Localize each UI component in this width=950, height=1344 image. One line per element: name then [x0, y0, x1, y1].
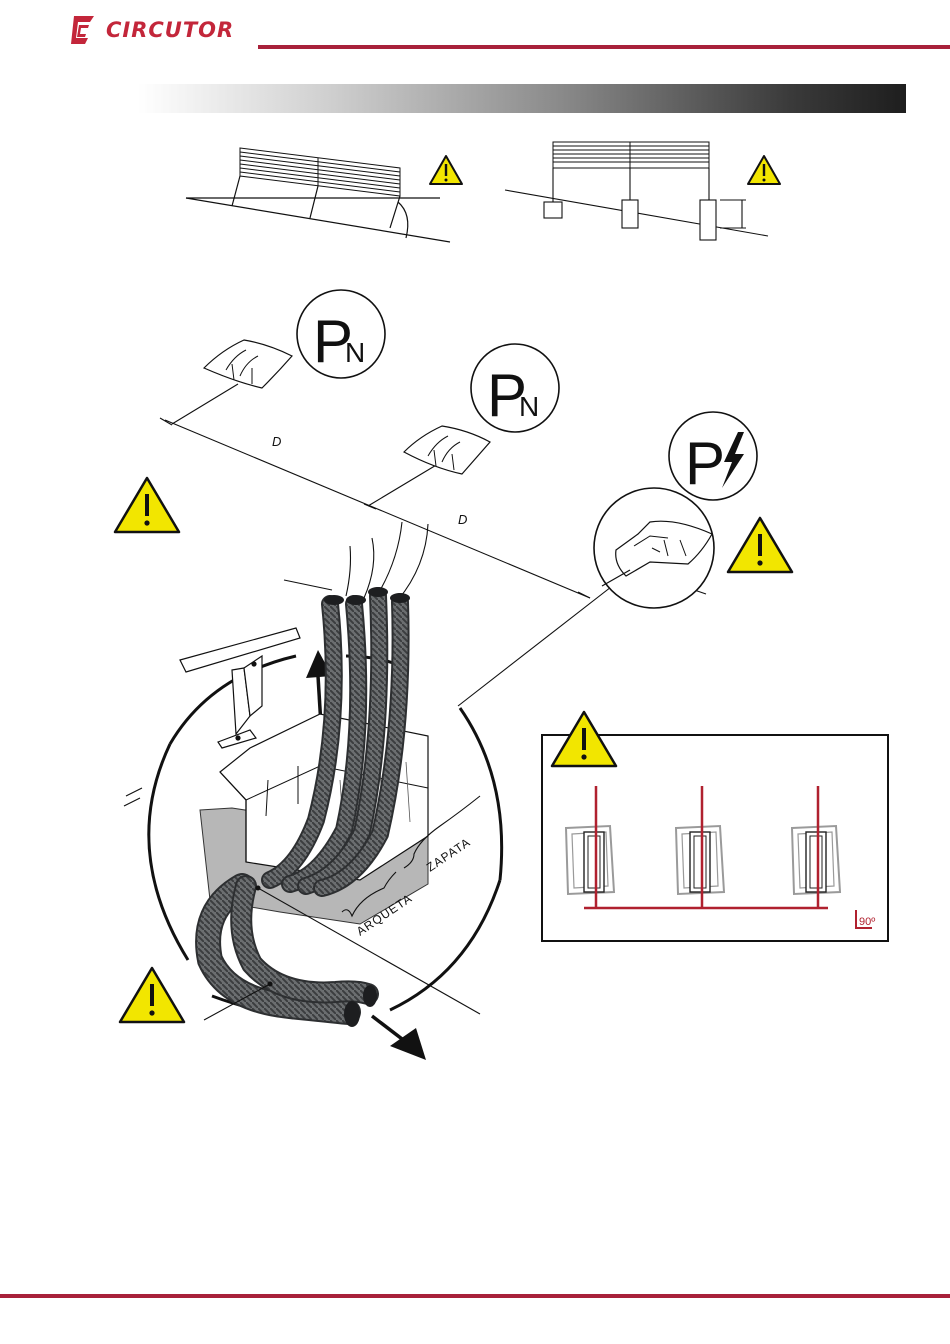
svg-text:P: P: [685, 430, 725, 497]
power-excavation-detail: [594, 488, 714, 608]
bench-foundations-diagram: [505, 142, 768, 240]
normal-post-symbol-1: P N: [297, 290, 385, 378]
footer-rule: [0, 1294, 950, 1298]
distance-label-1: D: [272, 434, 281, 449]
distance-label-2: D: [458, 512, 467, 527]
warning-triangle-icon: [120, 968, 184, 1022]
normal-post-symbol-2: P N: [471, 344, 559, 432]
excavation-2: [404, 426, 490, 474]
post-base-bracket: [180, 628, 300, 748]
warning-triangle-icon: [115, 478, 179, 532]
excavation-1: [204, 340, 292, 388]
warning-triangle-icon: [430, 156, 462, 184]
svg-text:N: N: [519, 391, 539, 422]
zapata-label: ZAPATA: [424, 835, 473, 875]
cables: [284, 522, 428, 600]
svg-text:N: N: [345, 337, 365, 368]
alignment-panel: 90º: [542, 712, 888, 941]
angle-label: 90º: [859, 916, 875, 928]
bench-on-slope-diagram: [186, 148, 450, 242]
warning-triangle-icon: [728, 518, 792, 572]
power-post-symbol: P: [669, 412, 757, 500]
arrow-down-right-icon: [372, 1016, 426, 1060]
warning-triangle-icon: [748, 156, 780, 184]
